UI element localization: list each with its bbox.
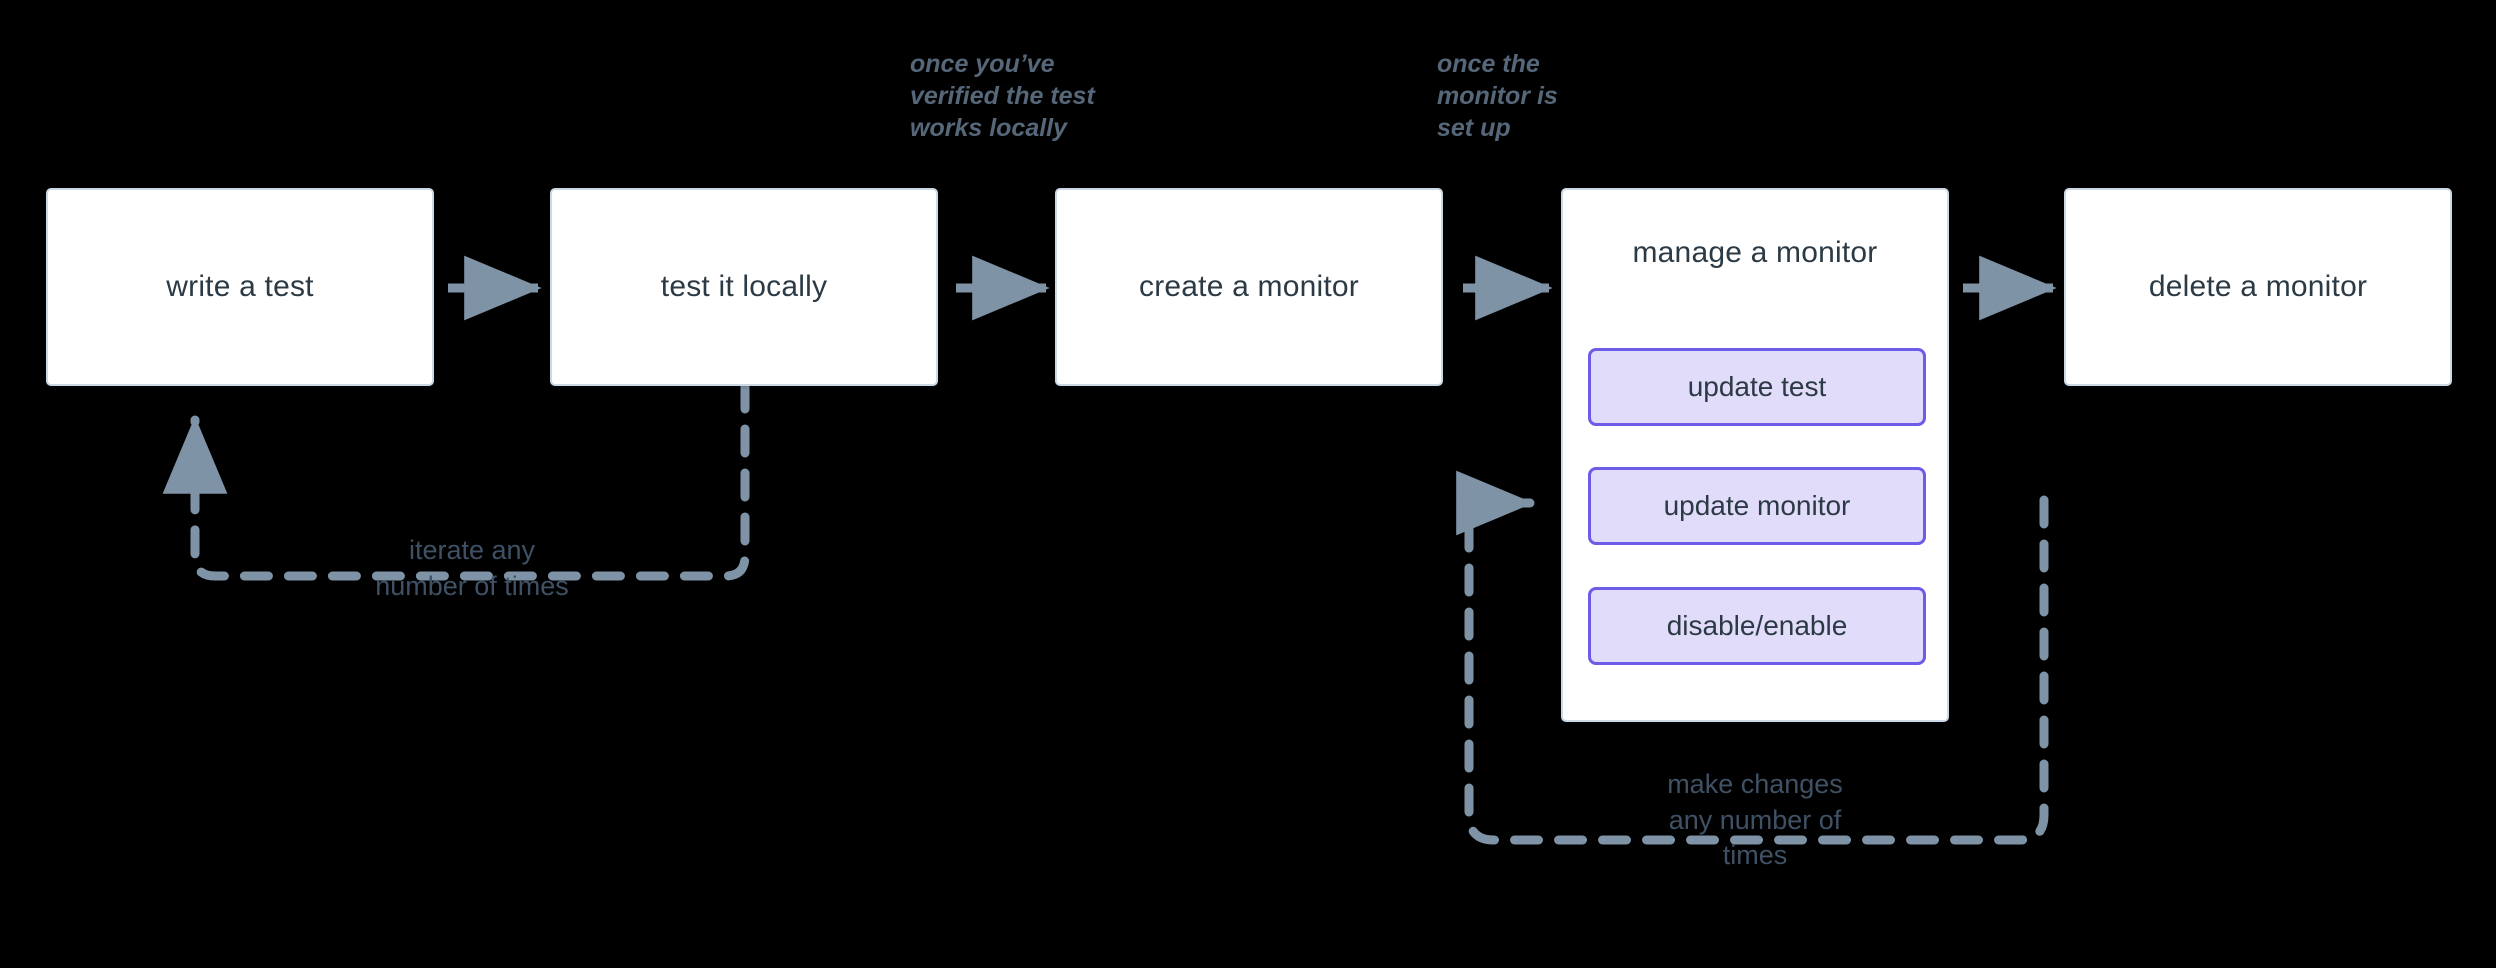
node-label-test-it-locally: test it locally bbox=[660, 270, 828, 303]
sub-node-disable-enable[interactable]: disable/enable bbox=[1588, 587, 1926, 665]
sub-node-label-update-monitor: update monitor bbox=[1663, 490, 1851, 521]
node-label-delete-a-monitor: delete a monitor bbox=[2148, 270, 2368, 303]
annotation-once-set-up: once the monitor is set up bbox=[1437, 50, 1558, 142]
node-manage-a-monitor[interactable]: manage a monitor update test update moni… bbox=[1561, 188, 1949, 722]
edge-label-iterate-any-number-of-times: iterate any number of times bbox=[375, 535, 569, 601]
sub-node-update-monitor[interactable]: update monitor bbox=[1588, 467, 1926, 545]
node-label-manage-a-monitor: manage a monitor bbox=[1632, 236, 1878, 269]
node-test-it-locally[interactable]: test it locally bbox=[550, 188, 938, 386]
node-create-a-monitor[interactable]: create a monitor bbox=[1055, 188, 1443, 386]
node-delete-a-monitor[interactable]: delete a monitor bbox=[2064, 188, 2452, 386]
sub-node-label-disable-enable: disable/enable bbox=[1666, 610, 1848, 641]
sub-node-label-update-test: update test bbox=[1687, 371, 1827, 402]
sub-node-update-test[interactable]: update test bbox=[1588, 348, 1926, 426]
edge-label-make-changes-any-number-of-times: make changes any number of times bbox=[1667, 769, 1843, 871]
node-label-write-a-test: write a test bbox=[166, 270, 314, 303]
node-write-a-test[interactable]: write a test bbox=[46, 188, 434, 386]
annotation-once-verified: once you’ve verified the test works loca… bbox=[910, 50, 1095, 142]
node-label-create-a-monitor: create a monitor bbox=[1139, 270, 1359, 303]
